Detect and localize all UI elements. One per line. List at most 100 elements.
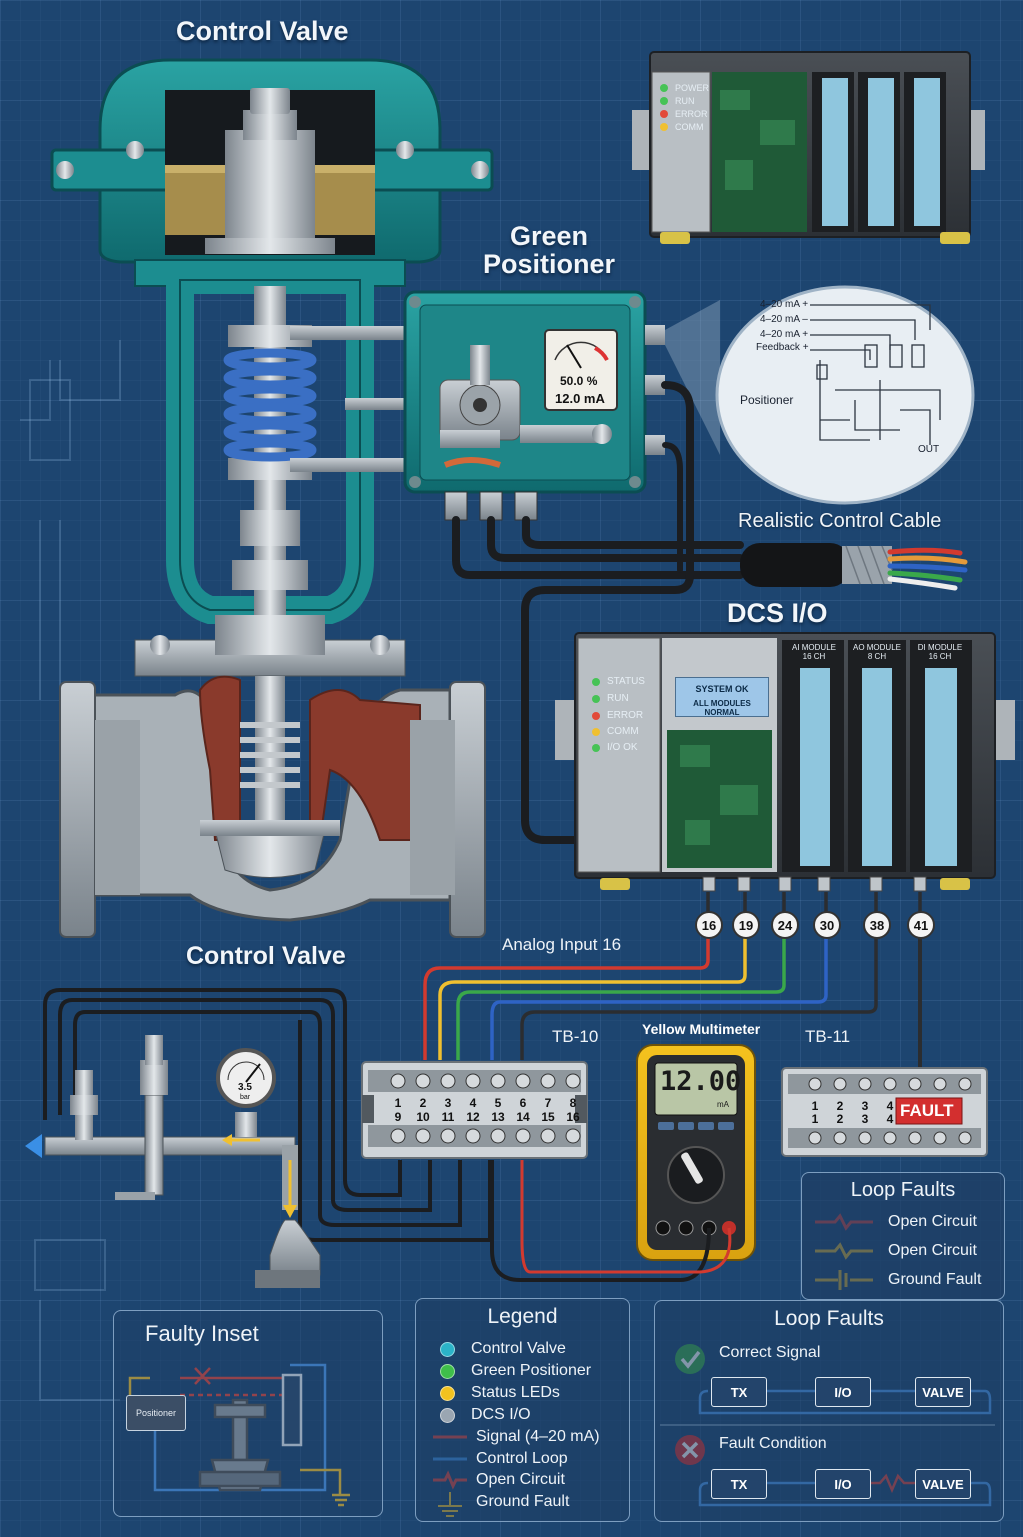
dcs-terminal-38[interactable]: 38 [863,911,891,939]
callout-label-3: 4–20 mA + [760,329,808,340]
tb11-num: 2 [829,1112,851,1126]
legend-item-green-positioner: Green Positioner [440,1362,591,1380]
tb10-num: 8 [562,1096,584,1110]
legend-item-dcs-io: DCS I/O [440,1406,531,1424]
tb11-num: 3 [854,1099,876,1113]
positioner-ma: 12.0 mA [555,391,605,406]
positioner-wiring-callout [665,287,973,503]
piping-manifold [25,1035,320,1288]
tb10-num: 7 [537,1096,559,1110]
tb11-terminal-block [782,1040,987,1156]
legend-item-signal: Signal (4–20 mA) [476,1428,600,1446]
positioner-percent: 50.0 % [560,374,597,388]
fault-condition-label: Fault Condition [719,1435,827,1453]
callout-label-out: OUT [918,444,939,455]
tb10-label: TB-10 [552,1027,598,1047]
correct-tx-box: TX [711,1377,767,1407]
loop-faults-right-title: Loop Faults [802,1179,1004,1202]
top-rack-led-power: POWER [660,83,709,93]
top-rack-led-error: ERROR [660,109,708,119]
led-icon [592,678,600,686]
legend-dot-icon [440,1342,455,1357]
cable-title: Realistic Control Cable [738,510,941,533]
tb11-num: 1 [804,1112,826,1126]
tb10-num: 6 [512,1096,534,1110]
dcs-title: DCS I/O [727,598,828,629]
correct-valve-box: VALVE [915,1377,971,1407]
legend-dot-icon [440,1408,455,1423]
dcs-terminal-16[interactable]: 16 [695,911,723,939]
top-plc-rack [632,52,985,244]
led-icon [660,97,668,105]
dcs-module-di-header: DI MODULE 16 CH [915,643,965,661]
dcs-module-ai-header: AI MODULE 16 CH [790,643,838,661]
dcs-terminal-19[interactable]: 19 [732,911,760,939]
loop-faults-bottom-title: Loop Faults [655,1307,1003,1331]
tb10-num: 14 [512,1110,534,1124]
dcs-led-comm: COMM [592,726,639,737]
control-valve-title-bottom: Control Valve [186,942,346,971]
led-icon [660,84,668,92]
callout-label-4: Feedback + [756,342,809,353]
correct-io-box: I/O [815,1377,871,1407]
tb11-num: 1 [804,1099,826,1113]
led-icon [592,712,600,720]
legend-item-control-loop: Control Loop [476,1450,568,1468]
multimeter-unit: mA [717,1100,729,1109]
top-rack-led-run: RUN [660,96,695,106]
legend-dot-icon [440,1386,455,1401]
dcs-led-run: RUN [592,693,629,704]
legend-item-status-leds: Status LEDs [440,1384,560,1402]
callout-label-1: 4–20 mA + [760,299,808,310]
dcs-module-ao-header: AO MODULE 8 CH [852,643,902,661]
tb10-num: 5 [487,1096,509,1110]
tb11-num: 2 [829,1099,851,1113]
positioner-housing [405,292,665,520]
pressure-gauge-unit: bar [240,1094,250,1101]
tb10-num: 10 [412,1110,434,1124]
led-icon [592,744,600,752]
legend-item-control-valve: Control Valve [440,1340,566,1358]
multimeter-label: Yellow Multimeter [642,1021,760,1037]
tb11-fault-badge: FAULT [900,1101,954,1121]
tb10-num: 13 [487,1110,509,1124]
tb10-num: 2 [412,1096,434,1110]
fault-io-box: I/O [815,1469,871,1499]
callout-label-positioner: Positioner [740,393,793,407]
faulty-inset-title: Faulty Inset [145,1321,259,1347]
dcs-display-line2: ALL MODULES NORMAL [676,699,768,717]
tb11-label: TB-11 [805,1027,850,1047]
led-icon [592,728,600,736]
tb10-num: 3 [437,1096,459,1110]
positioner-title: Green Positioner [483,222,615,278]
dcs-terminal-41[interactable]: 41 [907,911,935,939]
tb10-num: 16 [562,1110,584,1124]
legend-dot-icon [440,1364,455,1379]
dcs-terminal-30[interactable]: 30 [813,911,841,939]
dcs-rack [555,633,1015,891]
control-valve-title-top: Control Valve [176,16,349,47]
dcs-display-line1: SYSTEM OK [676,684,768,694]
tb10-num: 1 [387,1096,409,1110]
valve-body [60,615,485,937]
led-icon [660,110,668,118]
loop-faults-right-item-3: Ground Fault [888,1271,981,1289]
loop-faults-right-item-2: Open Circuit [888,1242,977,1260]
tb10-num: 4 [462,1096,484,1110]
dcs-status-display: SYSTEM OK ALL MODULES NORMAL [675,677,769,717]
loop-faults-right-item-1: Open Circuit [888,1213,977,1231]
tb11-num: 4 [879,1099,901,1113]
led-icon [592,695,600,703]
dcs-terminal-24[interactable]: 24 [771,911,799,939]
legend-title: Legend [416,1305,629,1329]
analog-input-label: Analog Input 16 [502,935,621,955]
tb10-num: 9 [387,1110,409,1124]
dcs-led-error: ERROR [592,710,643,721]
fault-tx-box: TX [711,1469,767,1499]
realistic-control-cable [740,543,965,588]
led-icon [660,123,668,131]
pressure-gauge-value: 3.5 [238,1082,252,1093]
dcs-led-io-ok: I/O OK [592,742,638,753]
top-rack-led-comm: COMM [660,122,704,132]
faulty-inset-positioner-box: Positioner [126,1395,186,1431]
